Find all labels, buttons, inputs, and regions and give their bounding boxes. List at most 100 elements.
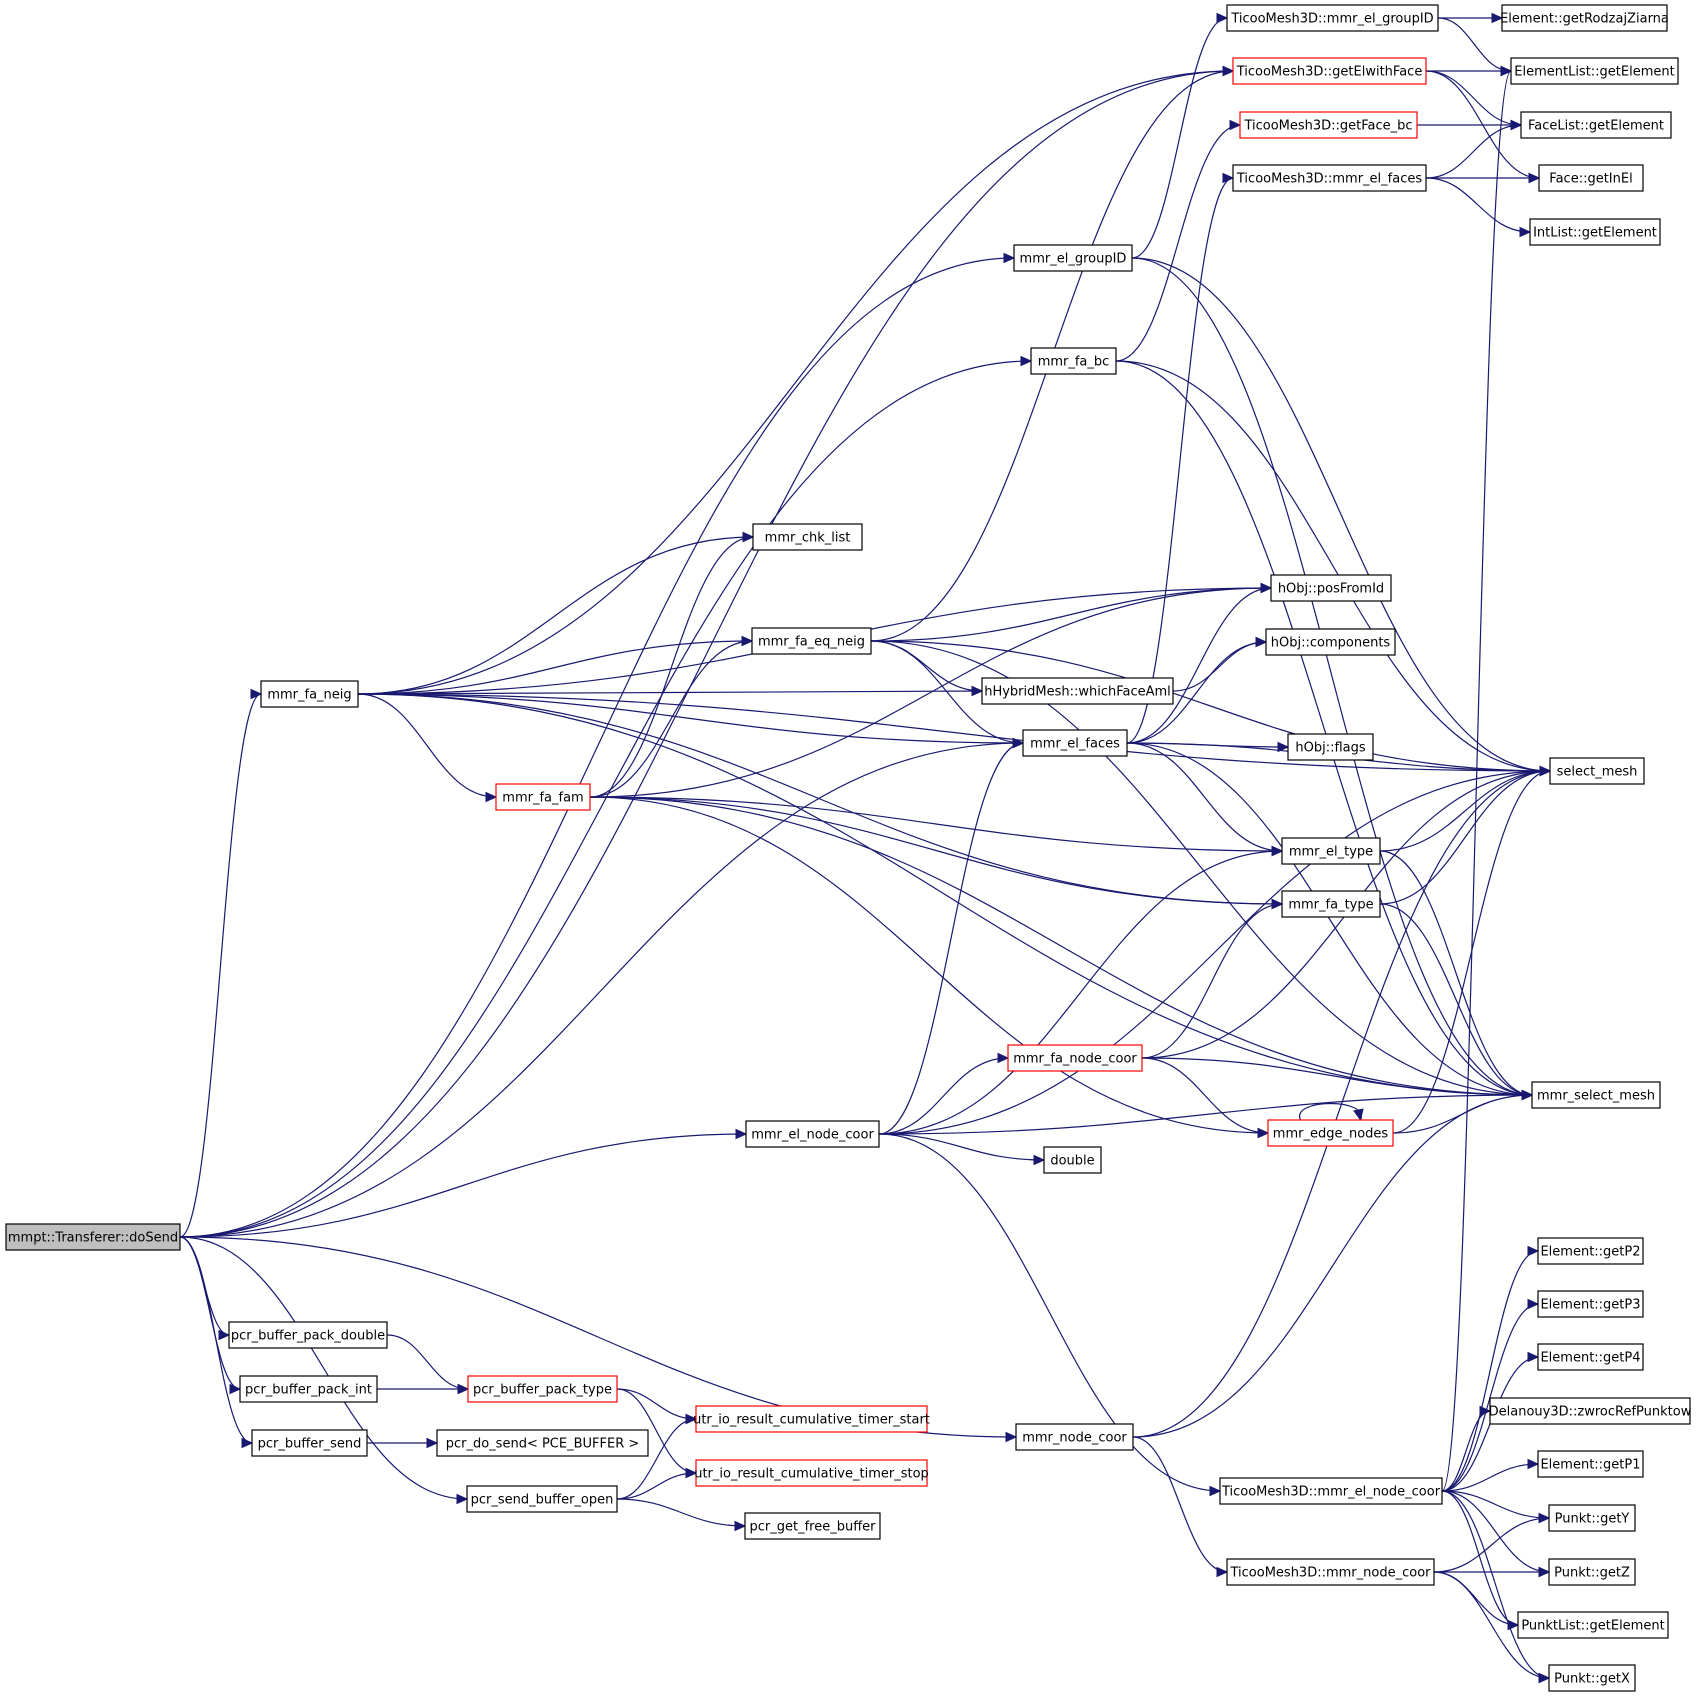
node-mmr_node_coor[interactable]: mmr_node_coor	[1015, 1423, 1134, 1451]
node-box	[1265, 628, 1396, 656]
node-mmr_el_type[interactable]: mmr_el_type	[1281, 837, 1381, 865]
edge-doSend-to-pcr_buffer_send	[179, 1236, 254, 1449]
edge-mmr_fa_bc-to-tm_getFace_bc	[1115, 119, 1242, 362]
node-tm_mmr_el_groupID[interactable]: TicooMesh3D::mmr_el_groupID	[1226, 4, 1439, 32]
node-utr_timer_stop[interactable]: utr_io_result_cumulative_timer_stop	[694, 1459, 929, 1487]
node-pcr_buffer_pack_double[interactable]: pcr_buffer_pack_double	[228, 1321, 388, 1349]
edge-mmr_el_node_coor-to-mmr_fa_node_coor	[878, 1052, 1010, 1135]
node-face_getInEl[interactable]: Face::getInEl	[1538, 164, 1644, 192]
node-box	[744, 1512, 881, 1540]
edge-doSend-to-pcr_buffer_pack_int	[179, 1236, 242, 1395]
node-tm_mmr_node_coor[interactable]: TicooMesh3D::mmr_node_coor	[1226, 1558, 1435, 1586]
node-mmr_fa_fam[interactable]: mmr_fa_fam	[495, 783, 591, 811]
node-doSend[interactable]: mmpt::Transferer::doSend	[5, 1223, 181, 1251]
node-label: mmr_el_groupID	[1020, 252, 1127, 267]
node-label: Element::getP2	[1540, 1245, 1640, 1260]
node-label: TicooMesh3D::getFace_bc	[1243, 119, 1412, 134]
node-pcr_send_buffer_open[interactable]: pcr_send_buffer_open	[466, 1485, 618, 1513]
edge-mmr_fa_neig-to-tm_getElwithFace	[357, 65, 1235, 695]
node-pcr_buffer_pack_int[interactable]: pcr_buffer_pack_int	[239, 1375, 378, 1403]
node-pcr_get_free_buffer[interactable]: pcr_get_free_buffer	[744, 1512, 881, 1540]
node-hobj_posFromId[interactable]: hObj::posFromId	[1270, 574, 1392, 602]
node-label: Delanouy3D::zwrocRefPunktow	[1489, 1405, 1692, 1420]
node-label: TicooMesh3D::getElwithFace	[1236, 65, 1423, 80]
node-mmr_el_faces[interactable]: mmr_el_faces	[1022, 729, 1128, 757]
edge-mmr_el_node_coor-to-double	[878, 1133, 1046, 1166]
node-tm_getElwithFace[interactable]: TicooMesh3D::getElwithFace	[1232, 57, 1427, 85]
node-box	[1267, 1119, 1394, 1147]
node-flist_getElement[interactable]: FaceList::getElement	[1520, 111, 1672, 139]
node-pcr_buffer_send[interactable]: pcr_buffer_send	[251, 1429, 368, 1457]
node-label: TicooMesh3D::mmr_el_groupID	[1230, 12, 1433, 27]
node-box	[1270, 574, 1392, 602]
node-box	[260, 680, 359, 708]
node-box	[752, 523, 863, 551]
node-pcr_buffer_pack_type[interactable]: pcr_buffer_pack_type	[467, 1375, 618, 1403]
node-del_zwrocRefPunktow[interactable]: Delanouy3D::zwrocRefPunktow	[1489, 1397, 1692, 1425]
node-box	[1531, 1081, 1661, 1109]
edge-tm_mmr_el_node_coor-to-elist_getElement	[1441, 65, 1513, 1492]
node-box	[1030, 347, 1117, 375]
node-elist_getElement[interactable]: ElementList::getElement	[1510, 57, 1679, 85]
node-label: mmr_fa_type	[1288, 898, 1373, 913]
edge-tm_mmr_el_node_coor-to-el_getP1	[1441, 1458, 1540, 1492]
node-el_getP3[interactable]: Element::getP3	[1537, 1290, 1644, 1318]
node-utr_timer_start[interactable]: utr_io_result_cumulative_timer_start	[693, 1405, 930, 1433]
node-label: mmr_el_faces	[1030, 737, 1120, 752]
edge-mmr_edge_nodes-to-mmr_edge_nodes	[1299, 1102, 1364, 1122]
node-el_getP2[interactable]: Element::getP2	[1537, 1237, 1644, 1265]
node-pcr_do_send[interactable]: pcr_do_send< PCE_BUFFER >	[436, 1429, 649, 1457]
node-mmr_fa_node_coor[interactable]: mmr_fa_node_coor	[1007, 1044, 1143, 1072]
edge-mmr_fa_node_coor-to-mmr_edge_nodes	[1141, 1057, 1270, 1139]
node-box	[1287, 733, 1374, 761]
edge-tm_mmr_node_coor-to-punkt_getY	[1433, 1512, 1551, 1573]
node-mmr_fa_bc[interactable]: mmr_fa_bc	[1030, 347, 1117, 375]
node-hobj_components[interactable]: hObj::components	[1265, 628, 1396, 656]
node-mmr_fa_eq_neig[interactable]: mmr_fa_eq_neig	[751, 627, 872, 655]
edge-mmr_el_groupID-to-tm_mmr_el_groupID	[1131, 12, 1229, 259]
node-box	[1537, 1343, 1644, 1371]
node-box	[1013, 244, 1133, 272]
edge-doSend-to-pcr_send_buffer_open	[179, 1236, 469, 1505]
node-mmr_chk_list[interactable]: mmr_chk_list	[752, 523, 863, 551]
node-punkt_getX[interactable]: Punkt::getX	[1548, 1664, 1636, 1692]
node-box	[1501, 4, 1668, 32]
edge-doSend-to-mmr_el_groupID	[179, 252, 1016, 1238]
edge-mmr_fa_type-to-select_mesh	[1379, 765, 1552, 905]
node-intlist_getElement[interactable]: IntList::getElement	[1529, 218, 1661, 246]
node-tm_getFace_bc[interactable]: TicooMesh3D::getFace_bc	[1239, 111, 1418, 139]
edge-mmr_fa_bc-to-select_mesh	[1115, 360, 1552, 777]
node-box	[1043, 1146, 1102, 1174]
node-el_getP1[interactable]: Element::getP1	[1537, 1450, 1644, 1478]
node-label: FaceList::getElement	[1528, 119, 1664, 134]
node-plist_getElement[interactable]: PunktList::getElement	[1517, 1611, 1669, 1639]
node-hobj_flags[interactable]: hObj::flags	[1287, 733, 1374, 761]
edge-pcr_send_buffer_open-to-utr_timer_start	[616, 1413, 698, 1500]
edge-mmr_el_groupID-to-select_mesh	[1131, 257, 1552, 777]
node-select_mesh[interactable]: select_mesh	[1549, 757, 1645, 785]
node-box	[1549, 757, 1645, 785]
node-punkt_getY[interactable]: Punkt::getY	[1548, 1504, 1636, 1532]
edge-tm_mmr_el_node_coor-to-punkt_getZ	[1441, 1490, 1551, 1578]
node-mmr_el_groupID[interactable]: mmr_el_groupID	[1013, 244, 1133, 272]
node-mmr_fa_type[interactable]: mmr_fa_type	[1281, 890, 1381, 918]
node-double[interactable]: double	[1043, 1146, 1102, 1174]
node-label: mmr_fa_neig	[267, 688, 351, 703]
edge-tm_mmr_el_node_coor-to-del_zwrocRefPunktow	[1441, 1405, 1492, 1492]
node-mmr_select_mesh[interactable]: mmr_select_mesh	[1531, 1081, 1661, 1109]
edge-mmr_fa_fam-to-mmr_fa_eq_neig	[589, 635, 754, 798]
node-mmr_el_node_coor[interactable]: mmr_el_node_coor	[745, 1120, 880, 1148]
node-el_getP4[interactable]: Element::getP4	[1537, 1343, 1644, 1371]
node-box	[466, 1485, 618, 1513]
node-tm_mmr_el_node_coor[interactable]: TicooMesh3D::mmr_el_node_coor	[1219, 1477, 1443, 1505]
node-mmr_edge_nodes[interactable]: mmr_edge_nodes	[1267, 1119, 1394, 1147]
node-tm_mmr_el_faces[interactable]: TicooMesh3D::mmr_el_faces	[1232, 164, 1427, 192]
node-el_getRodzajZiarna[interactable]: Element::getRodzajZiarna	[1500, 4, 1669, 32]
node-mmr_fa_neig[interactable]: mmr_fa_neig	[260, 680, 359, 708]
node-label: pcr_send_buffer_open	[471, 1493, 614, 1508]
node-hhm_whichFaceAml[interactable]: hHybridMesh::whichFaceAml	[981, 677, 1174, 705]
node-label: select_mesh	[1557, 765, 1638, 780]
node-punkt_getZ[interactable]: Punkt::getZ	[1548, 1558, 1636, 1586]
node-box	[251, 1429, 368, 1457]
